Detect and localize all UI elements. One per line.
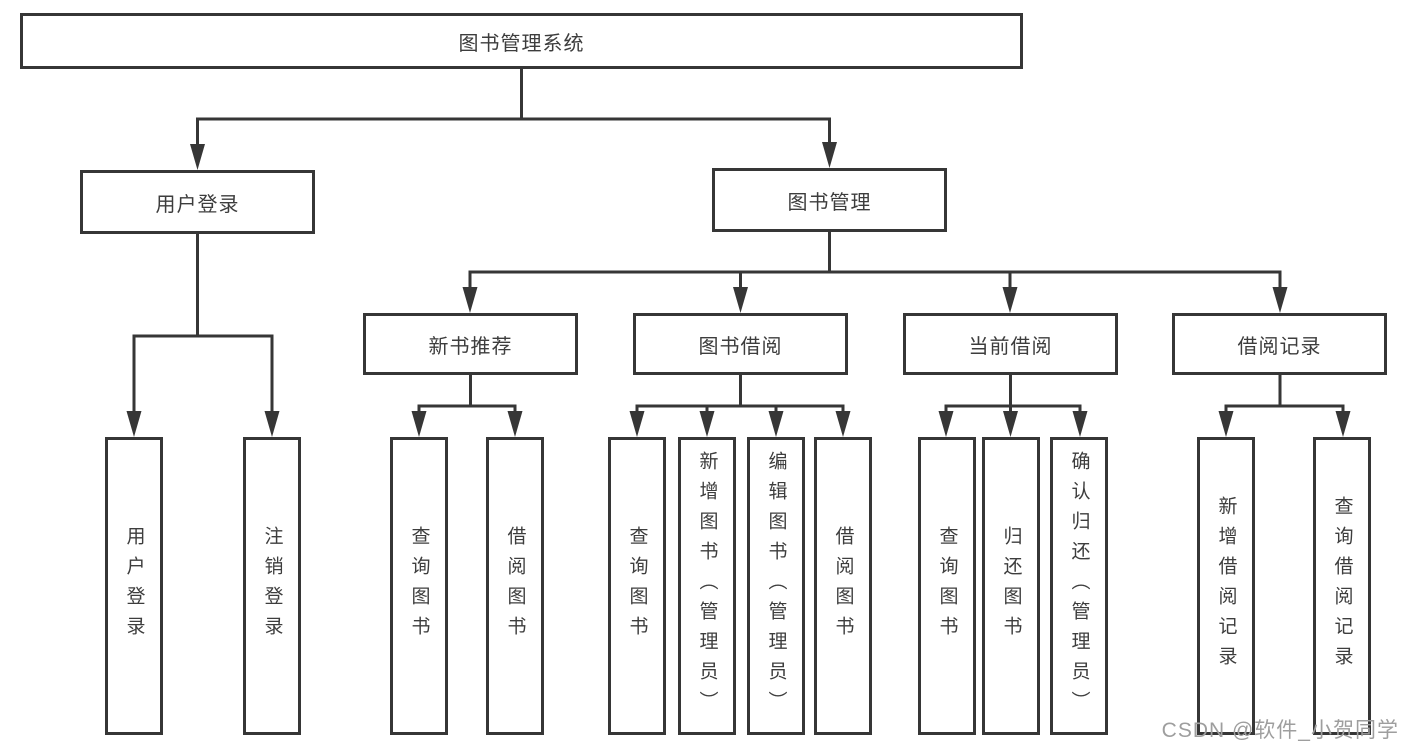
leaf-label: 查询图书: [626, 526, 648, 646]
arrowhead: [190, 144, 205, 170]
leaf-user-login: 用户登录: [105, 437, 163, 735]
arrowhead: [264, 411, 280, 437]
leaf-confirm-return-admin: 确认归还（管理员）: [1050, 437, 1108, 735]
leaf-label: 借阅图书: [504, 526, 526, 646]
arrowhead: [822, 142, 837, 168]
leaf-label: 借阅图书: [832, 526, 854, 646]
node-label: 借阅记录: [1237, 335, 1322, 358]
leaf-label: 新增图书（管理员）: [696, 451, 718, 721]
arrowhead: [699, 411, 715, 437]
leaf-label: 查询图书: [408, 526, 430, 646]
node-label: 当前借阅: [968, 335, 1053, 358]
leaf-label: 查询图书: [936, 526, 958, 646]
node-borrow-records: 借阅记录: [1172, 313, 1387, 375]
leaf-add-books-admin: 新增图书（管理员）: [678, 437, 736, 735]
arrowhead: [629, 411, 645, 437]
leaf-add-borrow-record: 新增借阅记录: [1197, 437, 1255, 735]
node-user-login: 用户登录: [80, 170, 315, 234]
arrowhead: [507, 411, 523, 437]
node-label: 图书管理系统: [458, 32, 585, 55]
connector-records-to-leaves: [1224, 375, 1345, 413]
leaf-label: 用户登录: [123, 526, 145, 646]
connector-bookmgmt-to-level2: [468, 232, 1282, 289]
arrowhead: [411, 411, 427, 437]
leaf-borrow-books-2: 借阅图书: [814, 437, 872, 735]
connector-borrowing-to-leaves: [635, 375, 845, 413]
arrowhead: [1002, 287, 1018, 313]
node-new-book-recommend: 新书推荐: [363, 313, 578, 375]
arrowhead: [1003, 411, 1018, 437]
leaf-query-books-2: 查询图书: [608, 437, 666, 735]
arrowhead: [835, 411, 851, 437]
arrowhead: [1218, 411, 1234, 437]
leaf-borrow-books-1: 借阅图书: [486, 437, 544, 735]
leaf-label: 查询借阅记录: [1331, 496, 1353, 676]
leaf-label: 归还图书: [1000, 526, 1022, 646]
leaf-return-books: 归还图书: [982, 437, 1040, 735]
arrowhead: [1072, 411, 1088, 437]
leaf-query-books-3: 查询图书: [918, 437, 976, 735]
leaf-query-borrow-record: 查询借阅记录: [1313, 437, 1371, 735]
arrowhead: [733, 287, 748, 313]
csdn-watermark: CSDN @软件_小贺同学: [1161, 719, 1399, 742]
node-label: 新书推荐: [428, 335, 513, 358]
node-current-borrowing: 当前借阅: [903, 313, 1118, 375]
connector-newbooks-to-leaves: [417, 375, 517, 413]
arrowhead: [1272, 287, 1288, 313]
arrowhead: [1335, 411, 1351, 437]
node-book-management: 图书管理: [712, 168, 947, 232]
node-label: 图书管理: [787, 191, 872, 214]
leaf-edit-books-admin: 编辑图书（管理员）: [747, 437, 805, 735]
leaf-label: 新增借阅记录: [1215, 496, 1237, 676]
leaf-query-books-1: 查询图书: [390, 437, 448, 735]
arrowhead: [126, 411, 142, 437]
arrowhead: [768, 411, 784, 437]
arrowhead: [462, 287, 478, 313]
node-book-borrowing: 图书借阅: [633, 313, 848, 375]
node-label: 用户登录: [155, 193, 240, 216]
leaf-logout: 注销登录: [243, 437, 301, 735]
node-label: 图书借阅: [698, 335, 783, 358]
connector-current-to-leaves: [944, 375, 1082, 413]
connector-root-to-level1: [196, 67, 831, 146]
leaf-label: 编辑图书（管理员）: [765, 451, 787, 721]
connector-userlogin-to-leaves: [132, 234, 274, 413]
arrowhead: [938, 411, 954, 437]
leaf-label: 确认归还（管理员）: [1068, 451, 1090, 721]
leaf-label: 注销登录: [261, 526, 283, 646]
node-root-system: 图书管理系统: [20, 13, 1023, 69]
